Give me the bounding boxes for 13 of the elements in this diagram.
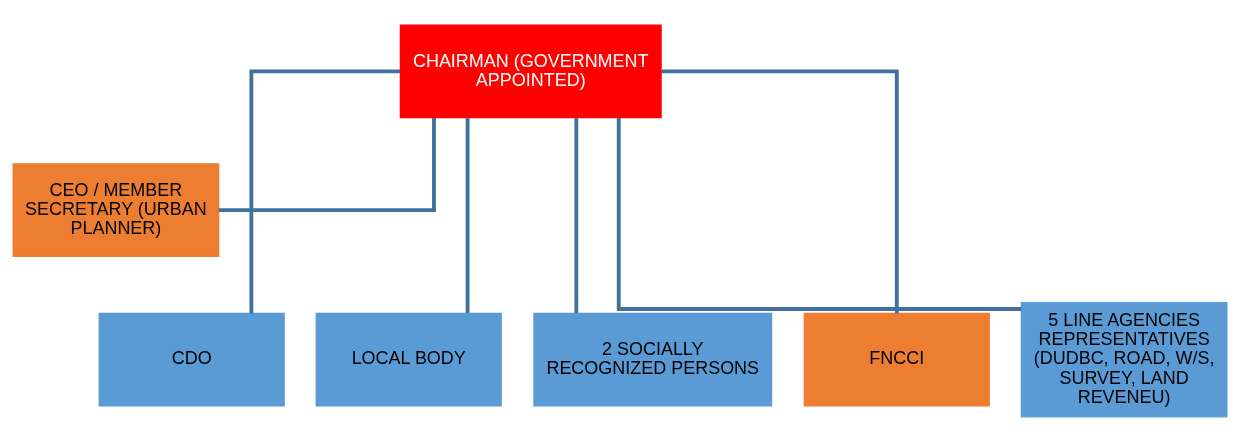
node-box: CDO (98, 312, 285, 407)
node-box: LOCAL BODY (315, 312, 502, 407)
connector (616, 117, 1022, 311)
connector (574, 117, 579, 313)
connector (249, 69, 401, 314)
connector (465, 117, 470, 313)
connector (661, 69, 899, 314)
connector (218, 117, 436, 212)
node-box: 2 SOCIALLY RECOGNIZED PERSONS (533, 312, 773, 407)
node-box: CHAIRMAN (GOVERNMENT APPOINTED) (399, 24, 662, 119)
node-box: CEO / MEMBER SECRETARY (URBAN PLANNER) (12, 163, 220, 257)
node-box: FNCCI (803, 312, 990, 407)
node-box: 5 LINE AGENCIES REPRESENTATIVES (DUDBC, ROAD, W/S, SURVEY, LAND REVENEU) (1020, 301, 1228, 418)
